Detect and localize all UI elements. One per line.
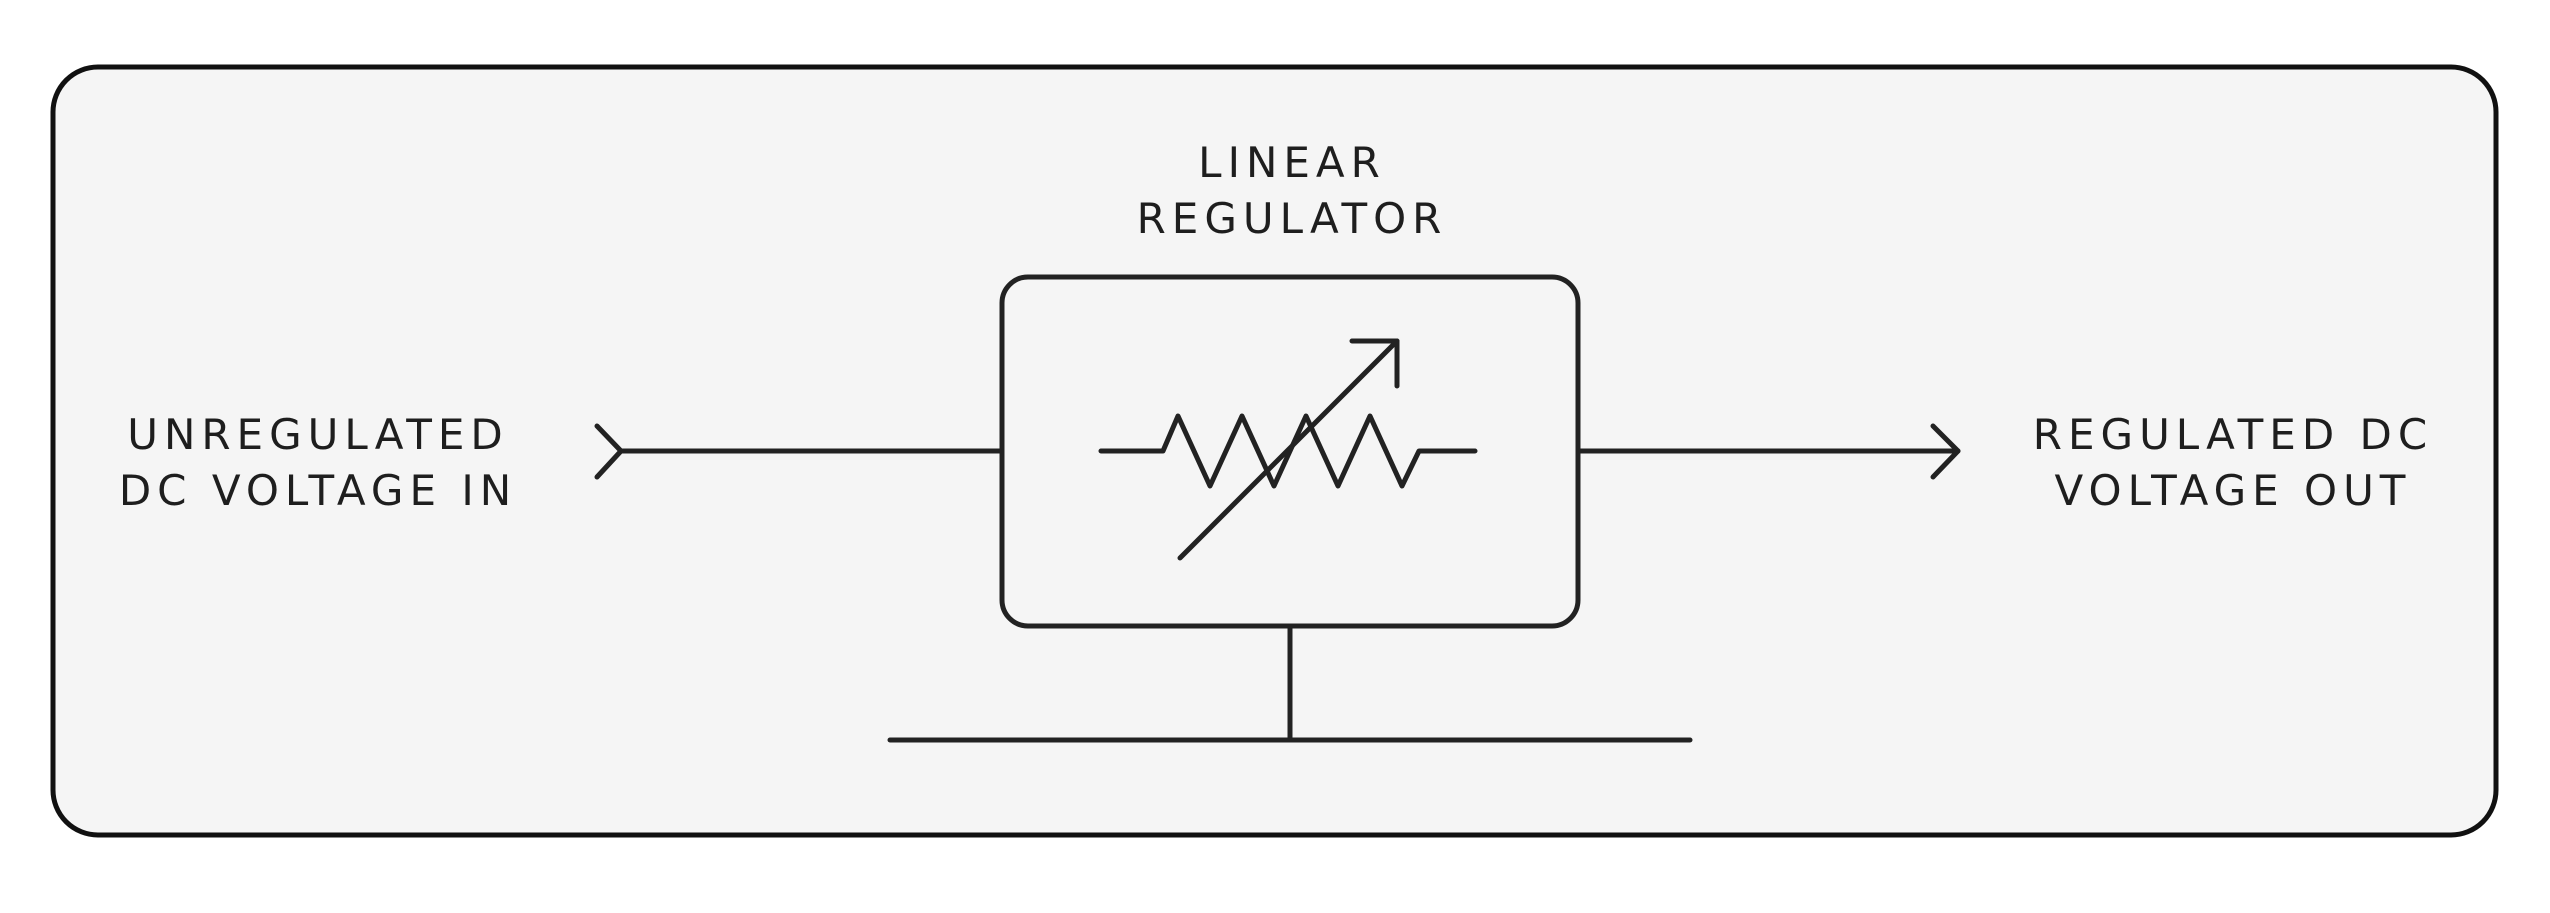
diagram-frame	[50, 64, 2499, 838]
variable-arrow-shaft	[1177, 338, 1400, 561]
input-label-line-1: UNREGULATED	[127, 410, 509, 459]
variable-arrow-head	[1349, 338, 1400, 389]
title-line-2: REGULATOR	[1137, 194, 1448, 243]
title-line-1: LINEAR	[1198, 138, 1386, 187]
output-label-line-2: VOLTAGE OUT	[2055, 466, 2412, 515]
output-arrow-icon	[1930, 423, 1961, 480]
variable-resistor-icon	[1098, 338, 1478, 561]
input-label-line-2: DC VOLTAGE IN	[119, 466, 517, 515]
output-label-line-1: REGULATED DC	[2033, 410, 2433, 459]
